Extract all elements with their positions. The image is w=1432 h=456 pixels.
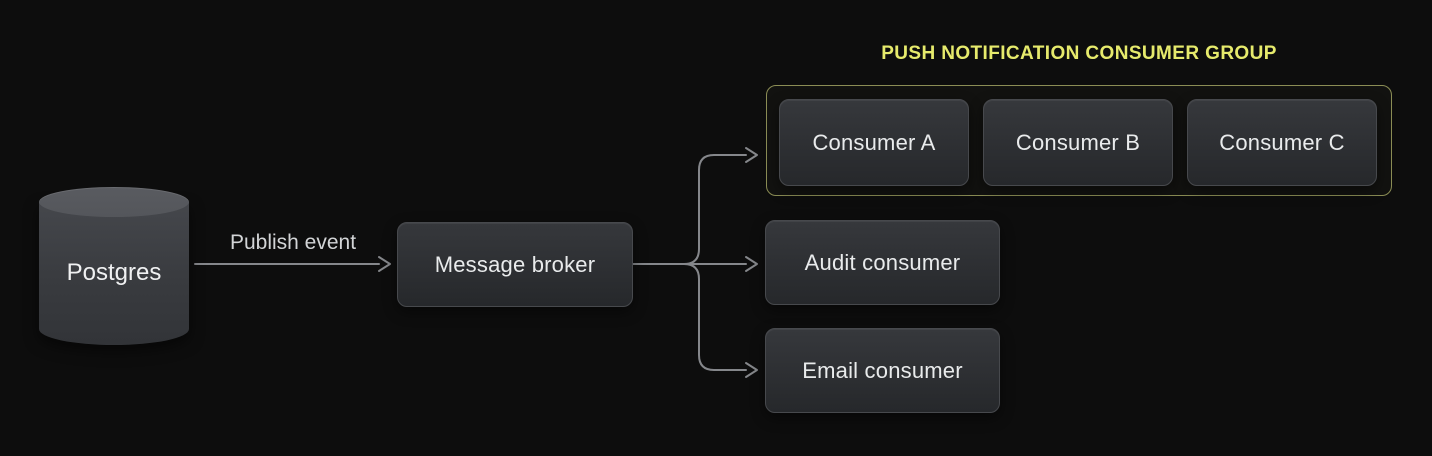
fanout-up-line	[632, 154, 747, 265]
push-notification-consumer-group	[766, 85, 1392, 196]
publish-event-label: Publish event	[229, 231, 357, 254]
fanout-down-line	[632, 263, 747, 371]
email-consumer-label: Email consumer	[802, 357, 963, 383]
consumer-c-label: Consumer C	[1219, 129, 1345, 155]
message-broker-node: Message broker	[397, 222, 633, 307]
email-consumer-node: Email consumer	[765, 328, 1000, 413]
consumer-group-title: PUSH NOTIFICATION CONSUMER GROUP	[881, 43, 1277, 64]
postgres-label: Postgres	[66, 259, 162, 286]
consumer-b-node: Consumer B	[983, 99, 1173, 186]
database-cylinder-top	[39, 187, 189, 217]
database-cylinder-body	[39, 202, 189, 345]
consumer-a-label: Consumer A	[812, 129, 936, 155]
audit-consumer-node: Audit consumer	[765, 220, 1000, 305]
fanout-middle-arrowhead-icon	[745, 256, 758, 272]
consumer-c-node: Consumer C	[1187, 99, 1377, 186]
publish-event-arrowhead-icon	[378, 256, 391, 272]
message-broker-label: Message broker	[434, 251, 596, 277]
audit-consumer-label: Audit consumer	[804, 249, 961, 275]
fanout-down-arrowhead-icon	[745, 362, 758, 378]
consumer-b-label: Consumer B	[1015, 129, 1141, 155]
postgres-database-node: Postgres	[39, 187, 189, 345]
consumer-a-node: Consumer A	[779, 99, 969, 186]
fanout-up-arrowhead-icon	[745, 147, 758, 163]
